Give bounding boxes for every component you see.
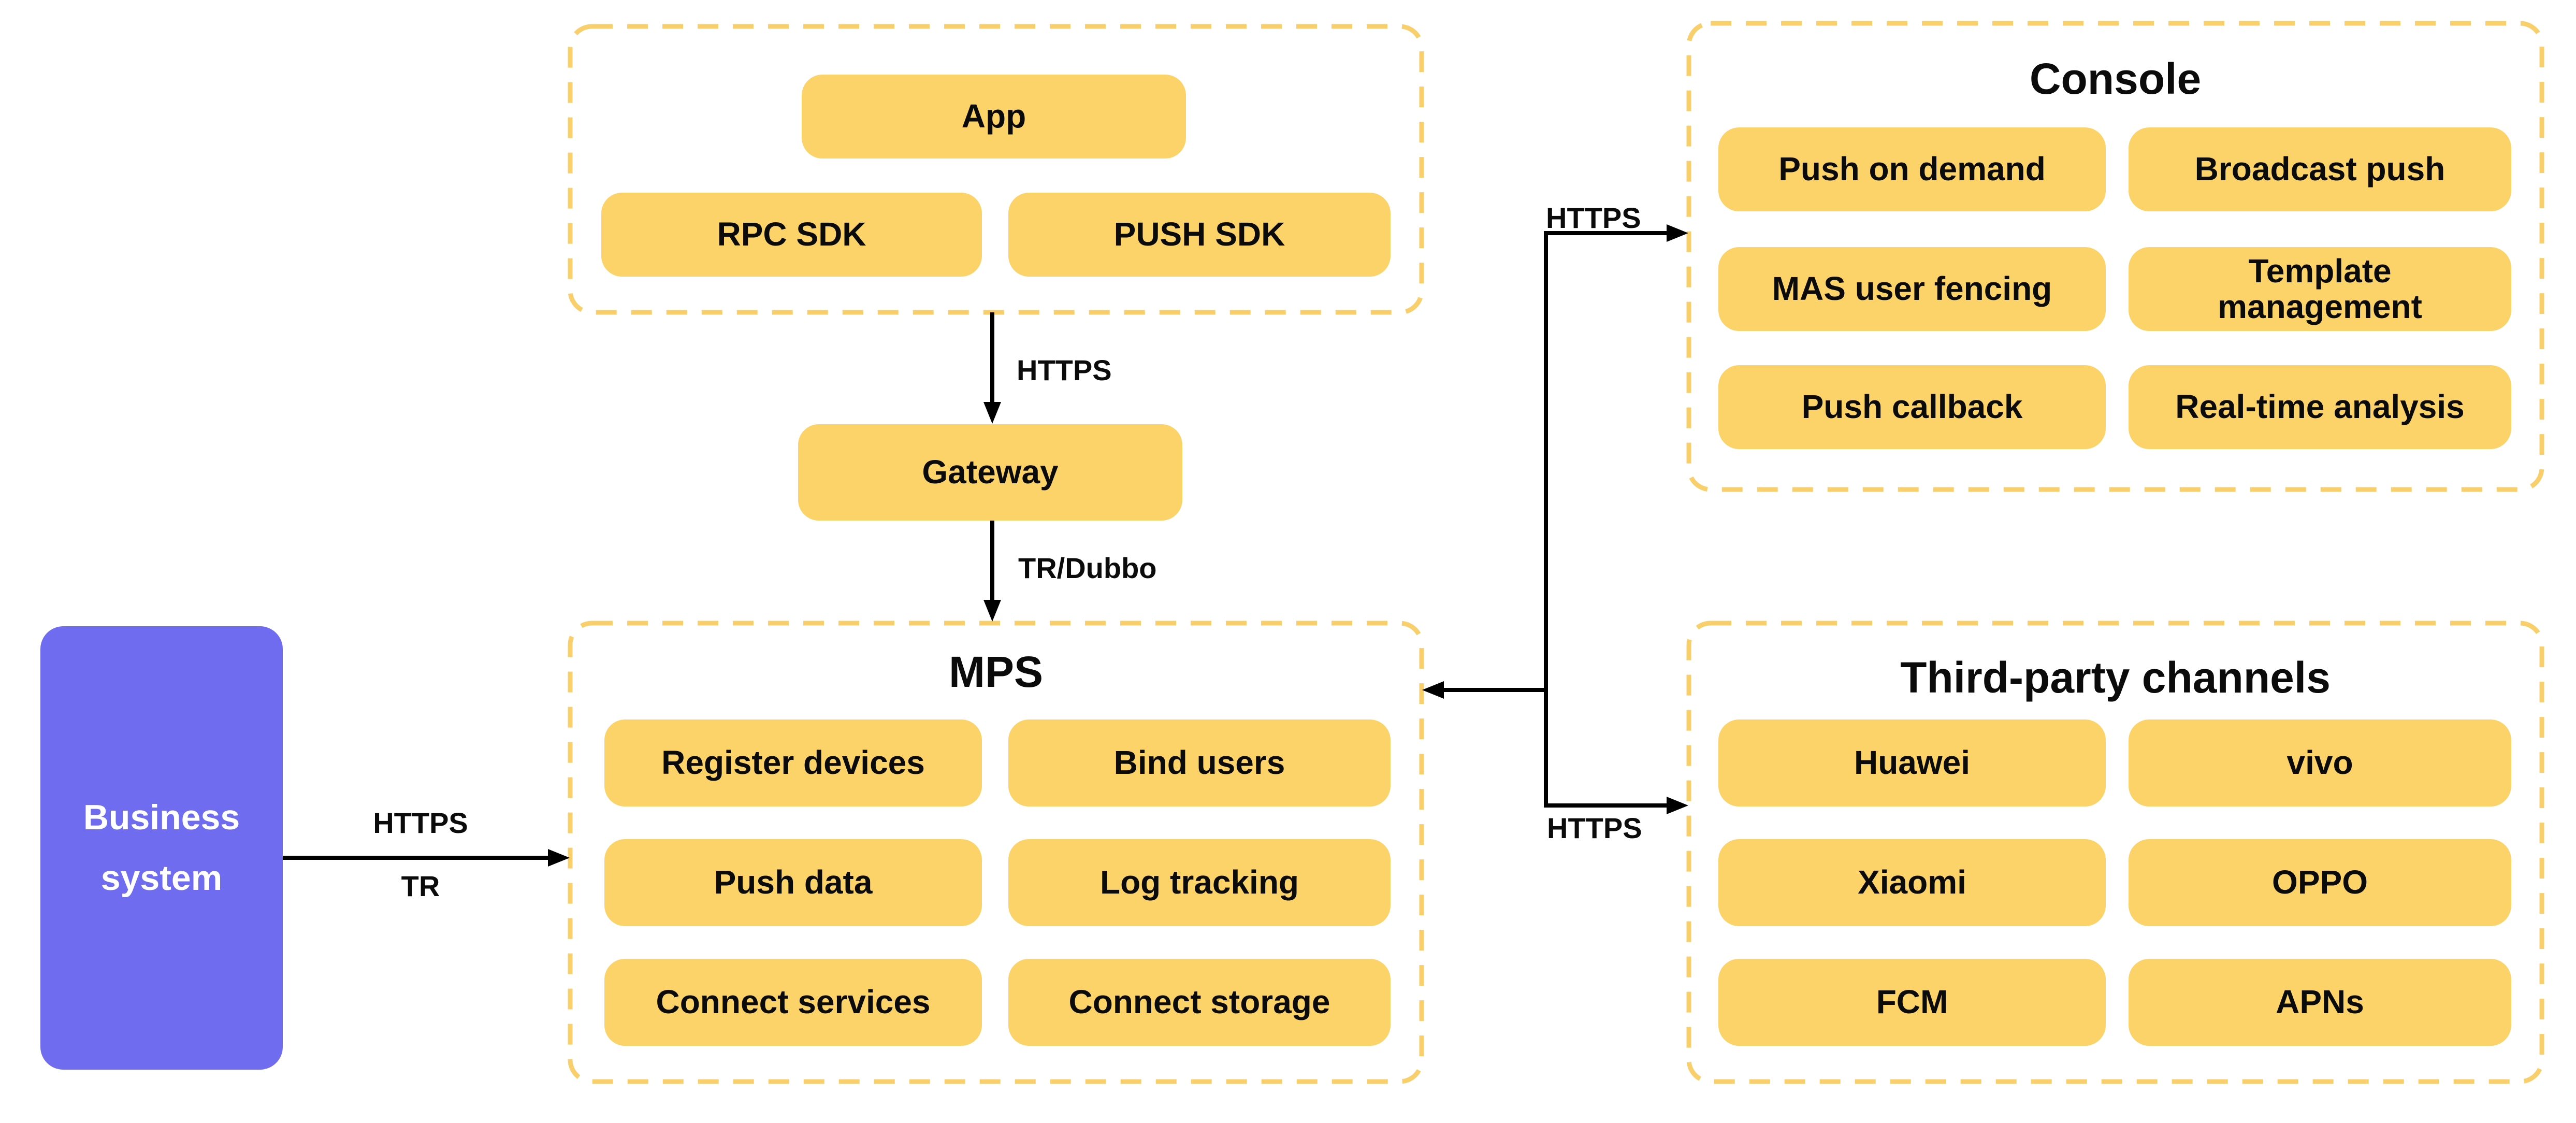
- console-group-title: Console: [2029, 54, 2202, 103]
- mps-item-connect-services: Connect services: [604, 959, 982, 1046]
- node-rpc-sdk: RPC SDK: [601, 193, 982, 277]
- third-party-item-huawei: Huawei: [1718, 719, 2106, 807]
- node-app: App: [802, 75, 1186, 159]
- console-item-template-management: Template management: [2129, 247, 2511, 331]
- edge-label-app-gateway-https: HTTPS: [1017, 354, 1112, 386]
- third-party-item-vivo: vivo: [2129, 719, 2511, 807]
- arrow-gateway-to-mps: [983, 521, 1001, 622]
- console-item-mas-user-fencing: MAS user fencing: [1718, 247, 2106, 331]
- console-item-push-callback: Push callback: [1718, 365, 2106, 449]
- node-gateway: Gateway: [798, 424, 1182, 521]
- mps-item-push-data: Push data: [604, 839, 982, 926]
- console-group-border: [1686, 21, 2544, 492]
- app-group-border: [568, 24, 1424, 315]
- third-party-group-title: Third-party channels: [1900, 653, 2331, 702]
- third-party-item-fcm: FCM: [1718, 959, 2106, 1046]
- edge-label-business-mps-tr: TR: [401, 870, 440, 902]
- third-party-item-apns: APNs: [2129, 959, 2511, 1046]
- mps-item-register-devices: Register devices: [604, 719, 982, 807]
- mps-group-border: [568, 621, 1424, 1084]
- console-item-realtime-analysis: Real-time analysis: [2129, 365, 2511, 449]
- mps-item-log-tracking: Log tracking: [1008, 839, 1391, 926]
- mps-group-title: MPS: [948, 647, 1044, 696]
- console-item-broadcast-push: Broadcast push: [2129, 127, 2511, 211]
- arrow-app-to-gateway: [983, 312, 1001, 424]
- node-push-sdk: PUSH SDK: [1008, 193, 1391, 277]
- edge-label-business-mps-https: HTTPS: [373, 807, 468, 839]
- connector-mps-console-thirdparty: [1422, 224, 1688, 814]
- console-item-push-on-demand: Push on demand: [1718, 127, 2106, 211]
- edge-label-mps-console-https: HTTPS: [1546, 201, 1641, 234]
- third-party-item-xiaomi: Xiaomi: [1718, 839, 2106, 926]
- mps-item-bind-users: Bind users: [1008, 719, 1391, 807]
- edge-label-mps-thirdparty-https: HTTPS: [1547, 812, 1642, 844]
- arrow-business-to-mps: [283, 849, 570, 867]
- edge-label-gateway-mps-tr-dubbo: TR/Dubbo: [1018, 552, 1157, 584]
- third-party-item-oppo: OPPO: [2129, 839, 2511, 926]
- third-party-group-border: [1686, 621, 2544, 1084]
- mps-item-connect-storage: Connect storage: [1008, 959, 1391, 1046]
- node-business-system: Business system: [40, 626, 283, 1070]
